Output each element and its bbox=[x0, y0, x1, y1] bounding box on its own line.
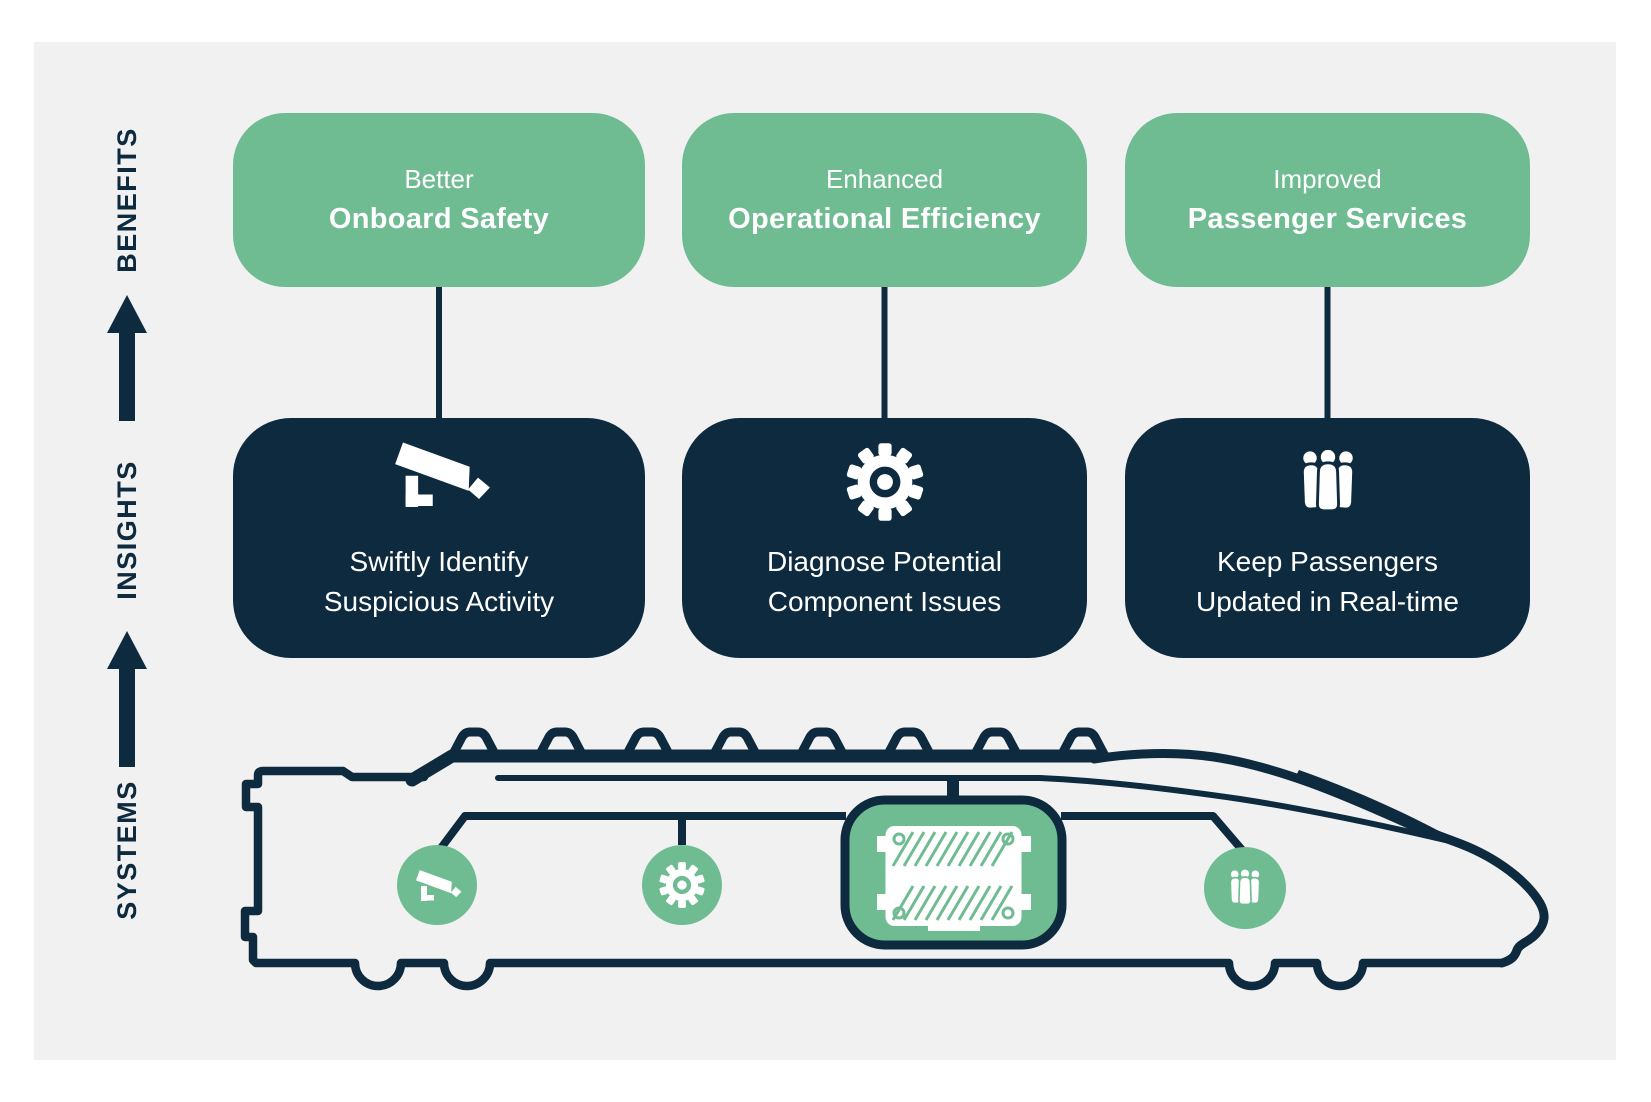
insight-text-line: Swiftly Identify bbox=[349, 546, 529, 577]
train-outline bbox=[240, 727, 1549, 991]
junction-box-icon bbox=[840, 795, 1067, 950]
benefit-qualifier: Improved bbox=[1273, 164, 1382, 194]
benefit-title: Passenger Services bbox=[1187, 203, 1468, 235]
benefit-title: Operational Efficiency bbox=[728, 203, 1041, 235]
insight-text-line: Keep Passengers bbox=[1216, 546, 1439, 577]
up-arrow-icon bbox=[107, 631, 147, 767]
insight-text-line: Component Issues bbox=[767, 586, 1002, 617]
sidebar-label-systems: SYSTEMS bbox=[111, 780, 142, 920]
gear-icon bbox=[845, 443, 924, 521]
benefit-card-operational-efficiency: Enhanced Operational Efficiency bbox=[682, 113, 1087, 287]
benefit-card-passenger-services: Improved Passenger Services bbox=[1125, 113, 1530, 287]
insight-text-line: Suspicious Activity bbox=[323, 586, 555, 617]
benefit-card-onboard-safety: Better Onboard Safety bbox=[233, 113, 645, 287]
cctv-camera-icon bbox=[393, 442, 495, 508]
benefit-insight-connectors bbox=[436, 287, 1331, 418]
insight-text-line: Updated in Real-time bbox=[1195, 586, 1460, 617]
passengers-icon bbox=[1297, 446, 1358, 513]
sidebar-label-insights: INSIGHTS bbox=[111, 460, 142, 600]
insight-card-realtime-updates: Keep Passengers Updated in Real-time bbox=[1125, 418, 1530, 658]
benefit-title: Onboard Safety bbox=[328, 203, 550, 235]
insight-text-line: Diagnose Potential bbox=[766, 546, 1003, 577]
benefit-qualifier: Enhanced bbox=[825, 164, 944, 194]
sidebar-label-benefits: BENEFITS bbox=[111, 127, 142, 273]
insight-card-suspicious-activity: Swiftly Identify Suspicious Activity bbox=[233, 418, 645, 658]
up-arrow-icon bbox=[107, 295, 147, 421]
insight-card-component-issues: Diagnose Potential Component Issues bbox=[682, 418, 1087, 658]
system-circles bbox=[397, 845, 1286, 929]
benefit-qualifier: Better bbox=[404, 164, 474, 194]
